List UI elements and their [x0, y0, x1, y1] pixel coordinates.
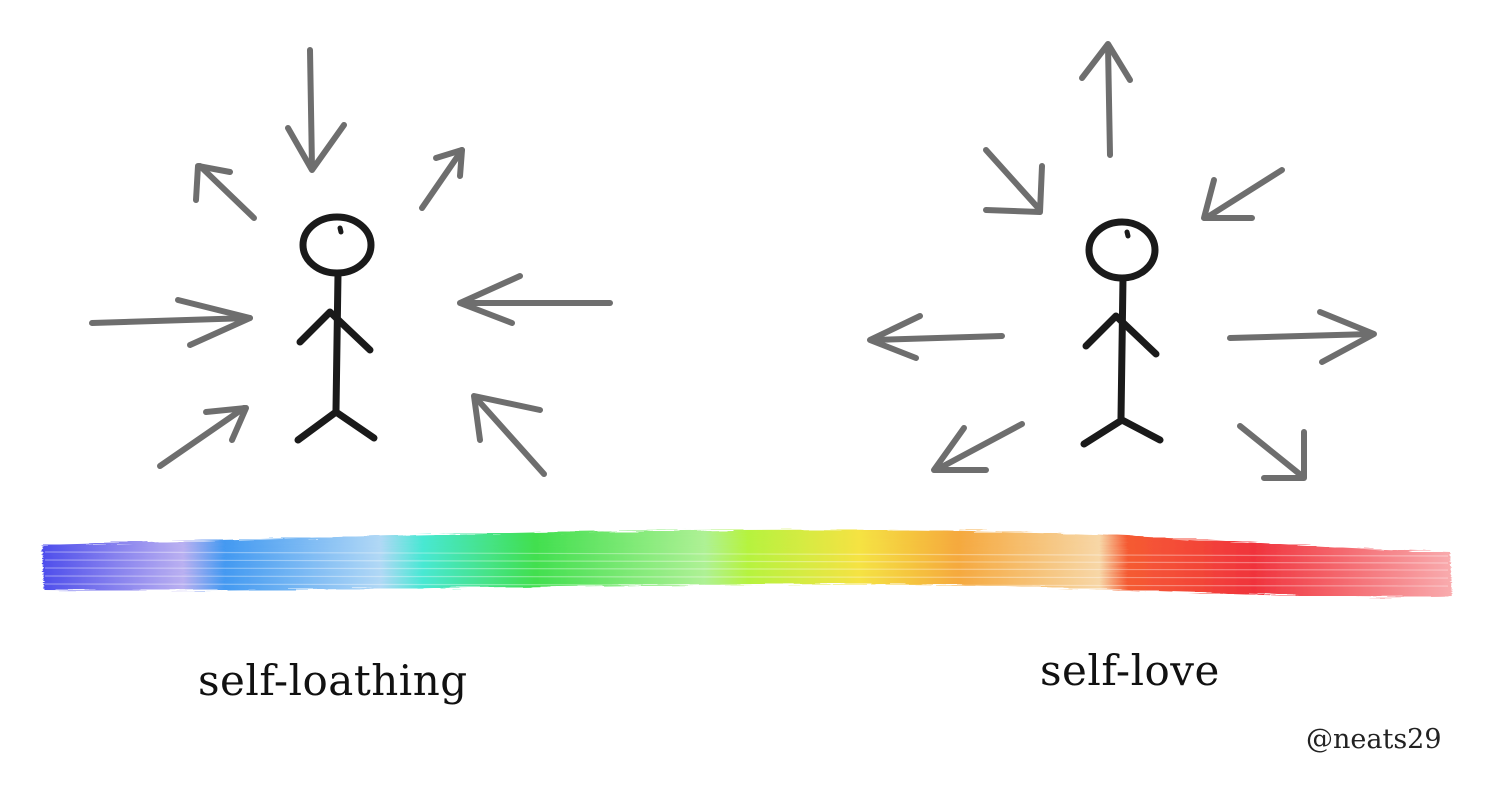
arrow-icon	[471, 393, 547, 477]
self-love-stick-figure	[1080, 218, 1164, 448]
arrow-icon	[983, 147, 1045, 215]
arrow-icon	[867, 313, 1005, 361]
arrow-icon	[1227, 309, 1377, 365]
inward-arrows	[89, 47, 613, 477]
arrow-icon	[193, 163, 257, 221]
arrow-icon	[931, 421, 1025, 473]
arrow-icon	[285, 47, 347, 173]
outward-arrows	[867, 41, 1377, 481]
arrow-icon	[89, 297, 253, 348]
spectrum-band	[42, 529, 1452, 597]
arrow-icon	[419, 147, 465, 211]
self-love-label: self-love	[1040, 646, 1220, 695]
arrow-icon	[1237, 423, 1307, 481]
author-credit: @neats29	[1306, 724, 1442, 755]
arrow-icon	[1201, 167, 1285, 221]
arrow-icon	[157, 405, 249, 469]
arrow-icon	[1079, 41, 1133, 158]
self-loathing-stick-figure	[294, 213, 378, 444]
self-loathing-label: self-loathing	[198, 656, 468, 705]
arrow-icon	[457, 273, 613, 326]
